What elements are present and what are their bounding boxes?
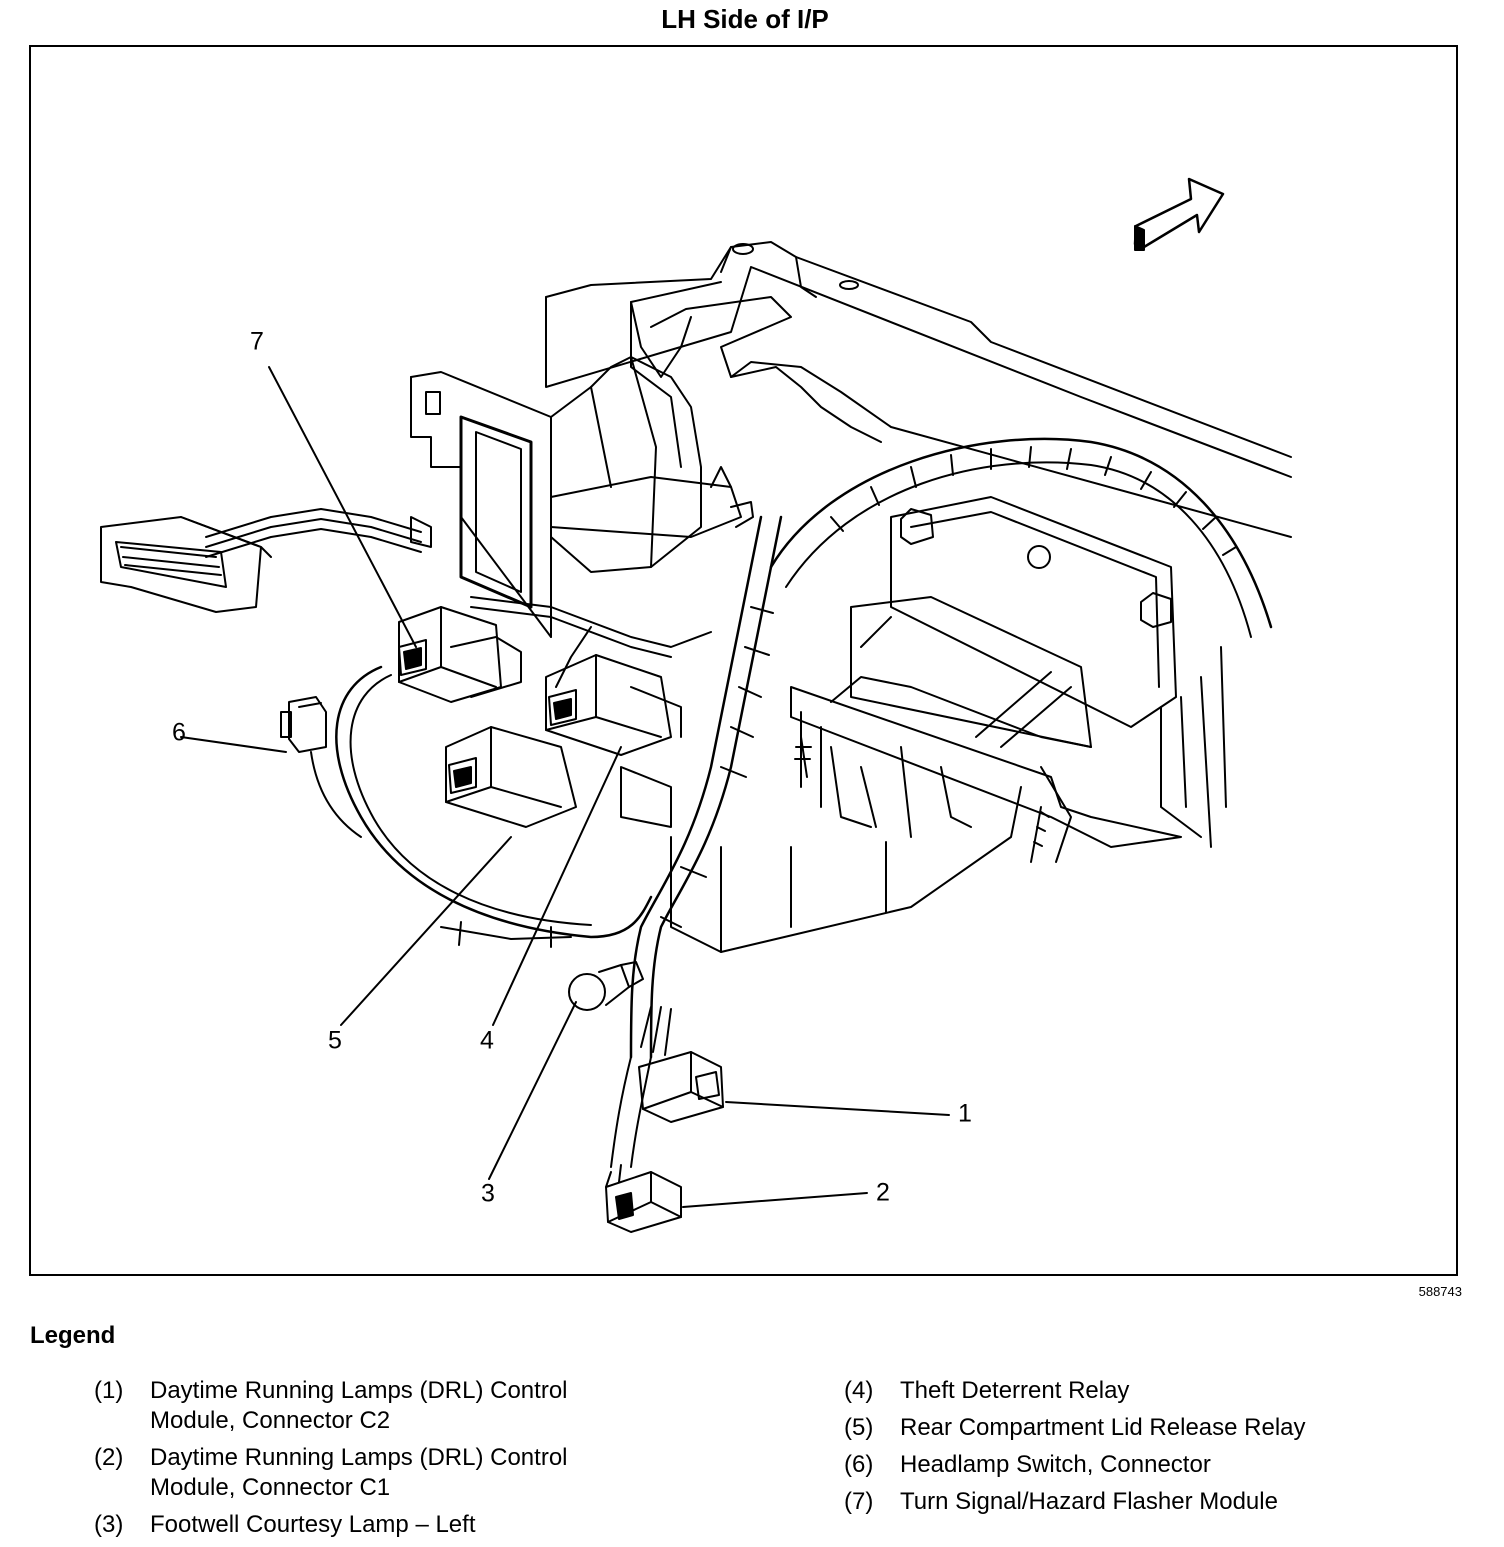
legend-text: Footwell Courtesy Lamp – Left: [150, 1511, 476, 1538]
dashboard-structure: [545, 241, 1292, 953]
legend-number: (5): [844, 1414, 874, 1441]
flasher-module-relay: [398, 606, 522, 703]
legend-text: Turn Signal/Hazard Flasher Module: [900, 1488, 1278, 1515]
callout-3: 3: [481, 1179, 495, 1208]
legend-item: (5) Rear Compartment Lid Release Relay: [844, 1413, 1464, 1443]
legend-item: (2) Daytime Running Lamps (DRL) Control …: [94, 1443, 714, 1503]
callout-1: 1: [958, 1099, 972, 1128]
callout-leader-lines: [180, 366, 950, 1208]
large-connector: [100, 516, 272, 613]
forward-arrow-icon: [1133, 177, 1225, 251]
vent-housing: [410, 301, 754, 638]
diagram-frame: 7 6 5 4 3 1 2: [29, 45, 1458, 1276]
legend-number: (1): [94, 1377, 124, 1404]
diagram-title: LH Side of I/P: [661, 4, 829, 34]
legend-item: (4) Theft Deterrent Relay: [844, 1376, 1464, 1406]
trunk-release-relay: [445, 726, 672, 828]
drl-connector-c2: [638, 1006, 724, 1123]
legend-text: Headlamp Switch, Connector: [900, 1451, 1211, 1478]
headlamp-switch-connector: [280, 696, 362, 838]
footwell-courtesy-lamp: [568, 961, 644, 1011]
legend-number: (6): [844, 1451, 874, 1478]
legend-item: (7) Turn Signal/Hazard Flasher Module: [844, 1487, 1464, 1517]
legend-column-right: (4) Theft Deterrent Relay (5) Rear Compa…: [844, 1376, 1464, 1524]
callout-5: 5: [328, 1026, 342, 1055]
legend-text: Daytime Running Lamps (DRL) Control Modu…: [150, 1444, 568, 1501]
drl-connector-c1: [605, 1164, 682, 1233]
legend-number: (3): [94, 1511, 124, 1538]
legend-number: (2): [94, 1444, 124, 1471]
instrument-panel-illustration: [100, 177, 1292, 1233]
legend-column-left: (1) Daytime Running Lamps (DRL) Control …: [94, 1376, 714, 1547]
legend-item: (3) Footwell Courtesy Lamp – Left: [94, 1510, 714, 1540]
legend-text: Rear Compartment Lid Release Relay: [900, 1414, 1306, 1441]
legend-text: Daytime Running Lamps (DRL) Control Modu…: [150, 1377, 568, 1434]
callout-2: 2: [876, 1178, 890, 1207]
legend-number: (7): [844, 1488, 874, 1515]
legend-item: (1) Daytime Running Lamps (DRL) Control …: [94, 1376, 714, 1436]
callout-6: 6: [172, 718, 186, 747]
theft-deterrent-relay: [545, 654, 682, 756]
legend-item: (6) Headlamp Switch, Connector: [844, 1450, 1464, 1480]
legend-text: Theft Deterrent Relay: [900, 1377, 1130, 1404]
callout-7: 7: [250, 327, 264, 356]
legend-number: (4): [844, 1377, 874, 1404]
legend-title: Legend: [30, 1322, 116, 1349]
figure-id: 588743: [1418, 1284, 1462, 1299]
callout-4: 4: [480, 1026, 494, 1055]
wiring-harness: [205, 508, 783, 1168]
